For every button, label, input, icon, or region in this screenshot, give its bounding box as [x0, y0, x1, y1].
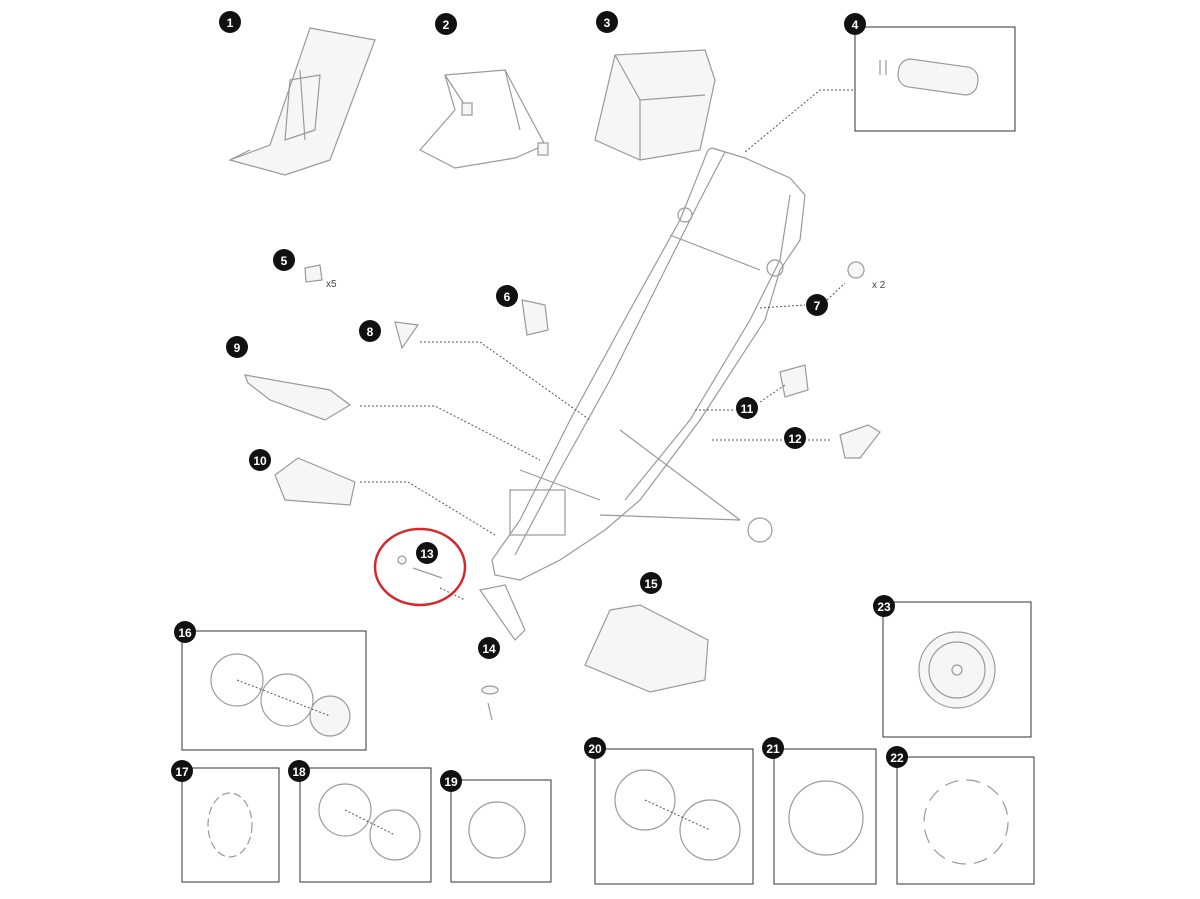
- part-3-canopy: [594, 49, 716, 161]
- part-boxes: [181, 26, 1035, 885]
- part-badge-7: 7: [806, 294, 828, 316]
- badge-circle: [219, 11, 241, 33]
- part-number-label: 5: [281, 254, 288, 268]
- part-badge-11: 11: [736, 397, 758, 419]
- badge-circle: [496, 285, 518, 307]
- part-badge-22: 22: [886, 746, 908, 768]
- part-number-label: 13: [420, 547, 434, 561]
- badge-circle: [226, 336, 248, 358]
- part-number-label: 23: [877, 600, 891, 614]
- badge-circle: [435, 13, 457, 35]
- stroller-frame: [478, 147, 806, 641]
- part-badge-13: 13: [416, 542, 438, 564]
- part-badge-14: 14: [478, 637, 500, 659]
- part-number-label: 1: [227, 16, 234, 30]
- highlight-circle-part-13: [373, 527, 467, 607]
- badge-circle: [171, 760, 193, 782]
- badge-circle: [440, 770, 462, 792]
- part-badge-1: 1: [219, 11, 241, 33]
- part-badge-2: 2: [435, 13, 457, 35]
- part-badge-21: 21: [762, 737, 784, 759]
- badge-circle: [288, 760, 310, 782]
- part-badge-20: 20: [584, 737, 606, 759]
- part-badge-6: 6: [496, 285, 518, 307]
- badge-circle: [596, 11, 618, 33]
- part-number-label: 7: [814, 299, 821, 313]
- leader-lines: [236, 89, 853, 836]
- badge-circle: [844, 13, 866, 35]
- badge-circle: [784, 427, 806, 449]
- badge-circle: [873, 595, 895, 617]
- part-2-seat-frame: [419, 69, 549, 169]
- part-badge-17: 17: [171, 760, 193, 782]
- part-number-label: 12: [788, 432, 802, 446]
- part-badge-19: 19: [440, 770, 462, 792]
- part-number-label: 22: [890, 751, 904, 765]
- small-parts: [244, 261, 881, 721]
- badge-circle: [174, 621, 196, 643]
- badge-circle: [762, 737, 784, 759]
- part-badge-3: 3: [596, 11, 618, 33]
- part-7-quantity: x 2: [872, 280, 886, 291]
- part-number-label: 8: [367, 325, 374, 339]
- part-number-label: 4: [852, 18, 859, 32]
- part-badge-10: 10: [249, 449, 271, 471]
- part-number-label: 6: [504, 290, 511, 304]
- part-badge-15: 15: [640, 572, 662, 594]
- part-number-label: 10: [253, 454, 267, 468]
- badge-circle: [249, 449, 271, 471]
- badge-circle: [359, 320, 381, 342]
- part-badge-18: 18: [288, 760, 310, 782]
- part-number-label: 18: [292, 765, 306, 779]
- part-badge-8: 8: [359, 320, 381, 342]
- badge-circle: [478, 637, 500, 659]
- badge-circle: [416, 542, 438, 564]
- part-badge-12: 12: [784, 427, 806, 449]
- wheels-and-tires: [207, 631, 1009, 865]
- part-badge-4: 4: [844, 13, 866, 35]
- part-number-label: 16: [178, 626, 192, 640]
- part-number-label: 9: [234, 341, 241, 355]
- part-badge-23: 23: [873, 595, 895, 617]
- part-number-label: 21: [766, 742, 780, 756]
- badge-circle: [584, 737, 606, 759]
- part-number-label: 3: [604, 16, 611, 30]
- part-1-seat-insert: [228, 27, 376, 176]
- part-number-label: 20: [588, 742, 602, 756]
- badge-circle: [273, 249, 295, 271]
- badge-circle: [886, 746, 908, 768]
- part-number-label: 2: [443, 18, 450, 32]
- part-number-label: 17: [175, 765, 189, 779]
- part-number-label: 14: [482, 642, 496, 656]
- part-5-quantity: x5: [326, 279, 337, 290]
- part-number-label: 19: [444, 775, 458, 789]
- badge-circle: [736, 397, 758, 419]
- part-number-label: 11: [741, 402, 754, 416]
- part-badge-16: 16: [174, 621, 196, 643]
- part-badge-5: 5: [273, 249, 295, 271]
- badge-circle: [640, 572, 662, 594]
- part-4-handlebar-grip: [879, 58, 979, 96]
- badge-circle: [806, 294, 828, 316]
- part-number-label: 15: [644, 577, 658, 591]
- part-badge-9: 9: [226, 336, 248, 358]
